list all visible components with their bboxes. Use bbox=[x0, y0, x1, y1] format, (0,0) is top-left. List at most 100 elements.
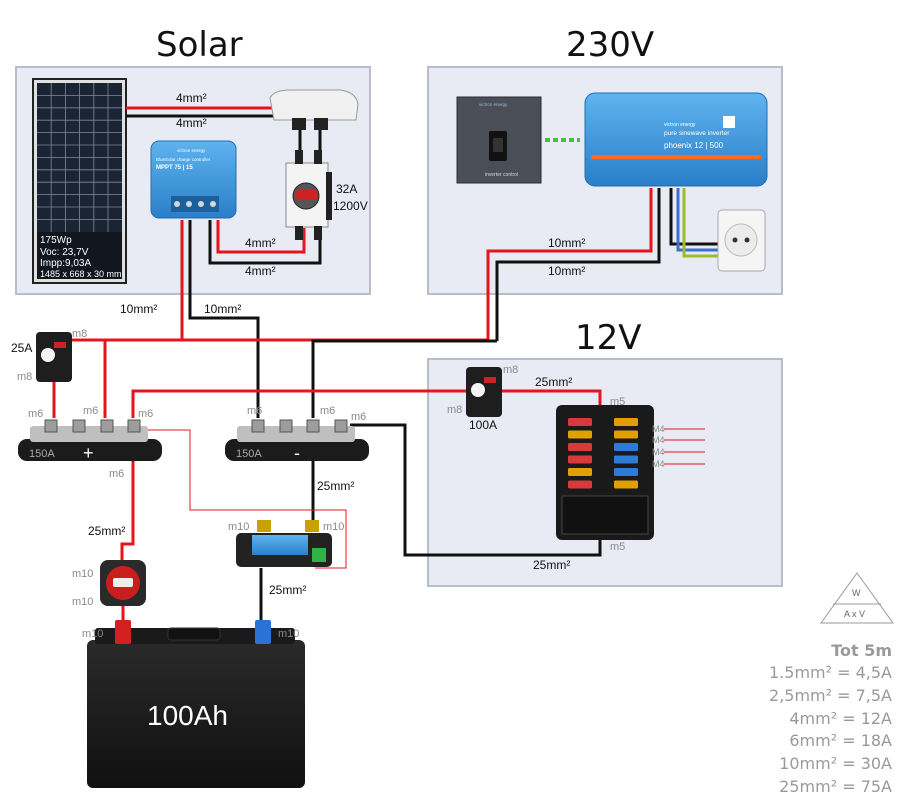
disconnect-current: 32A bbox=[336, 182, 357, 196]
terminal-m6-neg-2: m6 bbox=[320, 405, 335, 417]
inverter-line1: pure sinewave inverter bbox=[664, 130, 730, 137]
wire-label-inv-pos: 10mm² bbox=[548, 236, 585, 250]
junction-box bbox=[269, 89, 359, 130]
wire-label-shunt-to-batt: 25mm² bbox=[269, 583, 306, 597]
blade-fuse bbox=[568, 443, 592, 451]
panel-power: 175Wp bbox=[40, 235, 72, 246]
inverter-line2: phoenix 12 | 500 bbox=[664, 141, 724, 150]
terminal-m4-3: M4 bbox=[652, 447, 665, 457]
legend-row: 1.5mm² = 4,5A bbox=[769, 663, 892, 682]
wire-label-pv-top: 4mm² bbox=[176, 91, 207, 105]
terminal-m5-top: m5 bbox=[610, 396, 625, 408]
battery-shunt bbox=[236, 520, 332, 567]
terminal-m6-neg-3: m6 bbox=[351, 411, 366, 423]
disconnect-voltage: 1200V bbox=[333, 199, 368, 213]
terminal-m6-neg-1: m6 bbox=[247, 405, 262, 417]
wire-label-mppt-neg: 4mm² bbox=[245, 264, 276, 278]
busbar-negative bbox=[225, 419, 369, 461]
terminal-m8-d: m8 bbox=[447, 404, 462, 416]
ohms-law-triangle: W A x V bbox=[820, 572, 894, 624]
blade-fuse bbox=[568, 455, 592, 464]
wire-label-fuse-to-box: 25mm² bbox=[535, 375, 572, 389]
wire-label-mppt-pos: 4mm² bbox=[245, 236, 276, 250]
section-title-solar: Solar bbox=[156, 25, 243, 65]
inverter: victron energy pure sinewave inverter ph… bbox=[584, 92, 768, 187]
shunt-sense-wire bbox=[133, 429, 347, 569]
blade-fuse bbox=[568, 418, 592, 426]
section-title-230v: 230V bbox=[566, 25, 655, 65]
solar-breaker-rating: 25A bbox=[11, 341, 32, 355]
main-breaker-rating: 100A bbox=[469, 418, 497, 432]
blade-fuse bbox=[614, 430, 638, 439]
legend-title: Tot 5m bbox=[831, 641, 892, 660]
panel-voc: Voc: 23,7V bbox=[40, 247, 89, 258]
terminal-m6-pos-3: m6 bbox=[138, 408, 153, 420]
busbar-neg-rating: 150A bbox=[236, 448, 262, 460]
legend-row: 25mm² = 75A bbox=[779, 776, 892, 796]
wire-label-bus-to-switch: 25mm² bbox=[88, 524, 125, 538]
terminal-m4-4: M4 bbox=[652, 459, 665, 469]
remote-label: inverter control bbox=[485, 172, 518, 178]
legend-row: 4mm² = 12A bbox=[789, 708, 892, 728]
terminal-m5-bottom: m5 bbox=[610, 541, 625, 553]
wire-label-inv-neg: 10mm² bbox=[548, 264, 585, 278]
terminal-m10-shunt-r: m10 bbox=[323, 521, 344, 533]
terminal-m4-1: M4 bbox=[652, 424, 665, 434]
battery: 100Ah bbox=[87, 620, 305, 788]
fuse-box bbox=[556, 405, 654, 540]
legend-row: 6mm² = 18A bbox=[789, 731, 892, 751]
wire-label-pv-bottom: 4mm² bbox=[176, 116, 207, 130]
busbar-pos-sign: + bbox=[83, 443, 94, 463]
terminal-m6-pos-2: m6 bbox=[83, 405, 98, 417]
remote-brand: victron energy bbox=[479, 102, 508, 107]
terminal-m4-2: M4 bbox=[652, 435, 665, 445]
blade-fuse bbox=[614, 455, 638, 464]
wall-socket bbox=[717, 209, 766, 272]
cable-legend: Tot 5m 1.5mm² = 4,5A 2,5mm² = 7,5A 4mm² … bbox=[752, 640, 892, 799]
blade-fuse bbox=[614, 443, 638, 451]
terminal-m10-batt-neg: m10 bbox=[278, 628, 299, 640]
blade-fuse bbox=[614, 480, 638, 489]
wire-label-box-neg: 25mm² bbox=[533, 558, 570, 572]
inverter-remote: victron energy inverter control bbox=[456, 96, 542, 184]
blade-fuse bbox=[614, 418, 638, 426]
terminal-m6-pos-bottom: m6 bbox=[109, 468, 124, 480]
ac-output-cable bbox=[669, 188, 718, 258]
ohms-axv: A x V bbox=[844, 609, 865, 619]
section-title-12v: 12V bbox=[575, 318, 642, 358]
terminal-m10-batt-pos: m10 bbox=[82, 628, 103, 640]
blade-fuse bbox=[568, 430, 592, 439]
wire-label-shunt-to-neg: 25mm² bbox=[317, 479, 354, 493]
terminal-m10-shunt-l: m10 bbox=[228, 521, 249, 533]
terminal-m6-pos-1: m6 bbox=[28, 408, 43, 420]
mppt-controller: victron energy BlueSolar charge controll… bbox=[150, 140, 237, 219]
blade-fuse bbox=[614, 468, 638, 476]
busbar-pos-rating: 150A bbox=[29, 448, 55, 460]
solar-panel: 175Wp Voc: 23,7V Impp:9,03A 1485 x 668 x… bbox=[32, 78, 127, 284]
busbar-positive bbox=[18, 419, 162, 461]
ohms-w: W bbox=[852, 588, 861, 598]
terminal-m10-switch-a: m10 bbox=[72, 568, 93, 580]
legend-row: 2,5mm² = 7,5A bbox=[769, 685, 892, 705]
battery-switch bbox=[100, 560, 146, 606]
busbar-neg-sign: - bbox=[294, 443, 300, 463]
mppt-model: MPPT 75 | 15 bbox=[156, 165, 193, 171]
main-breaker bbox=[466, 367, 502, 417]
legend-row: 10mm² = 30A bbox=[779, 754, 892, 774]
inverter-brand: victron energy bbox=[664, 122, 696, 128]
mppt-title: BlueSolar charge controller bbox=[156, 157, 211, 162]
terminal-m8-a: m8 bbox=[72, 328, 87, 340]
battery-capacity: 100Ah bbox=[147, 700, 228, 731]
panel-impp: Impp:9,03A bbox=[40, 258, 91, 269]
panel-size: 1485 x 668 x 30 mm bbox=[40, 269, 122, 279]
blade-fuse bbox=[568, 468, 592, 476]
panel-spec-box bbox=[37, 232, 122, 279]
wire-label-mppt-out-neg: 10mm² bbox=[204, 302, 241, 316]
solar-breaker bbox=[36, 332, 72, 382]
blade-fuse bbox=[568, 480, 592, 489]
pv-disconnect bbox=[285, 150, 332, 240]
terminal-m8-b: m8 bbox=[17, 371, 32, 383]
terminal-m8-c: m8 bbox=[503, 364, 518, 376]
wire-label-mppt-out-pos: 10mm² bbox=[120, 302, 157, 316]
